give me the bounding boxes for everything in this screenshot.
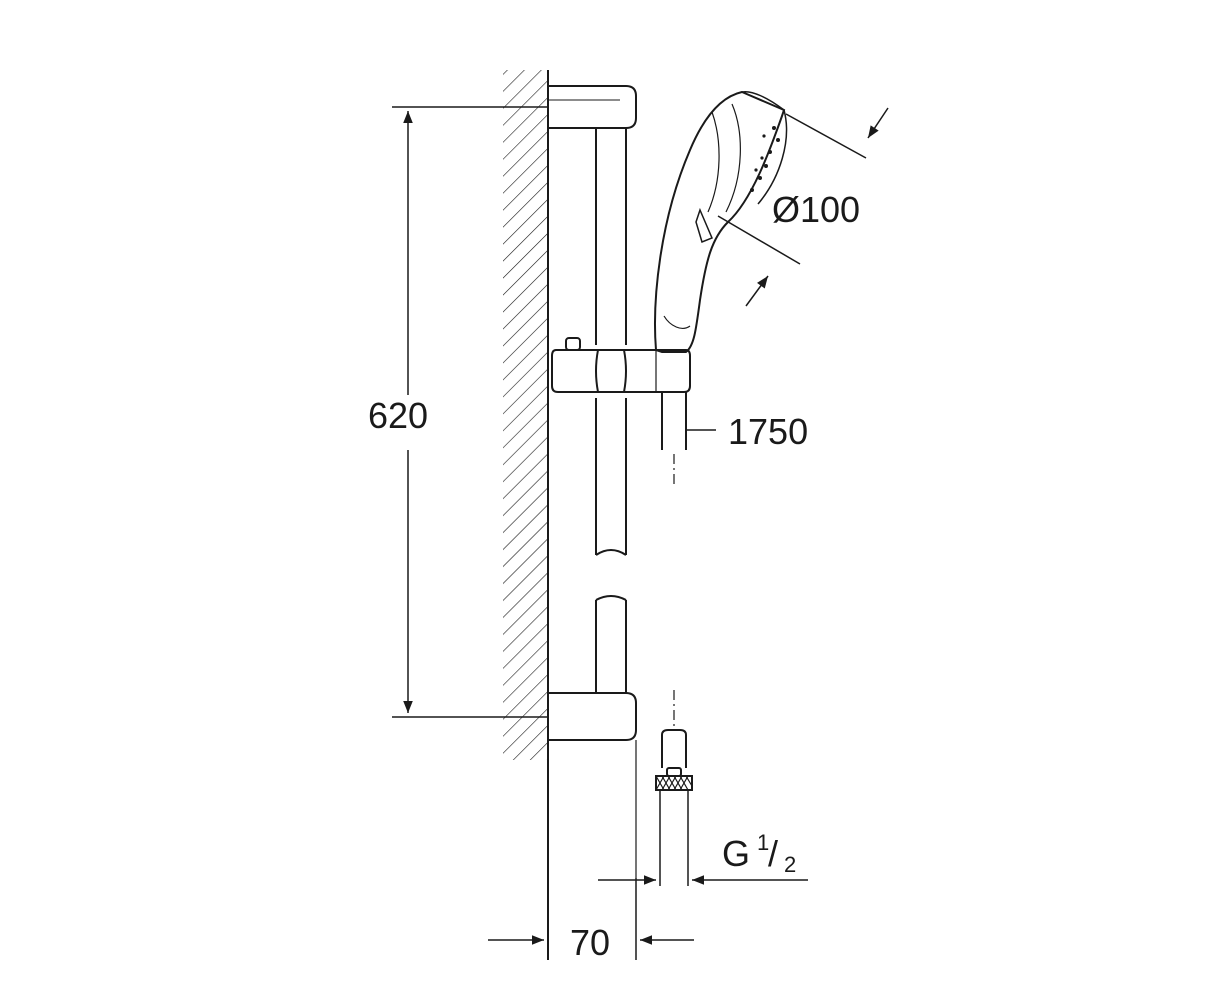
dimension-thread-label: G	[722, 833, 750, 874]
dimension-hose-length-label: 1750	[728, 411, 808, 452]
top-bracket	[548, 85, 637, 129]
dimension-thread-slash: /	[768, 833, 778, 874]
dimension-thread-numerator: 1	[757, 830, 769, 855]
hose	[661, 392, 716, 486]
wall	[503, 70, 549, 960]
spray-nozzles	[750, 126, 780, 192]
dimension-70-label: 70	[570, 922, 610, 963]
dimension-head-diameter	[717, 107, 889, 307]
dimension-wall-projection	[488, 878, 694, 960]
slider-holder	[551, 337, 691, 393]
hose-connector	[655, 690, 693, 886]
dimension-diameter-label: Ø100	[772, 189, 860, 230]
dimension-620-label: 620	[368, 395, 428, 436]
bottom-bracket	[548, 692, 637, 878]
wall-hatching	[503, 70, 548, 760]
dimension-thread-denominator: 2	[784, 852, 796, 877]
rail-upper	[595, 128, 627, 556]
dimension-rail-length	[392, 106, 548, 718]
hand-shower	[654, 90, 788, 353]
rail-lower	[595, 595, 627, 693]
